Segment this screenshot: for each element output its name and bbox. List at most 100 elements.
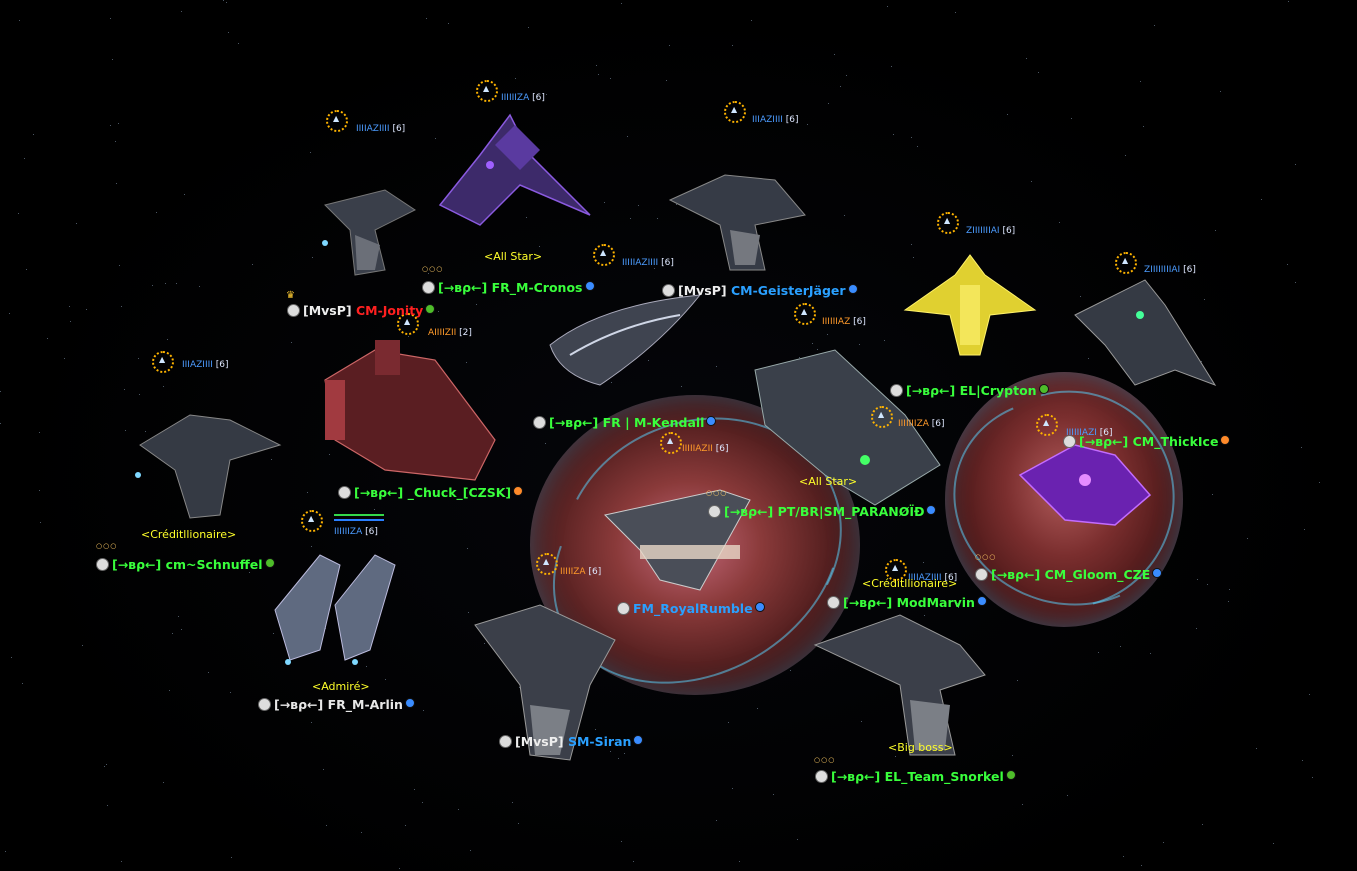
player-label-crypton[interactable]: [→вρ←] EL|Crypton: [890, 383, 1049, 398]
player-label-chuck[interactable]: [→вρ←] _Chuck_[CZSK]: [338, 485, 524, 500]
player-label-cronos[interactable]: [→вρ←] FR_M-Cronos: [422, 280, 595, 295]
star: [1088, 358, 1089, 359]
star: [311, 722, 312, 723]
star: [828, 103, 829, 104]
star: [33, 134, 34, 135]
star: [681, 386, 682, 387]
player-label-siran[interactable]: [MvsP] SM-Siran: [499, 734, 644, 749]
avatar: [533, 416, 546, 429]
star: [1309, 694, 1310, 695]
player-label-modmarvin[interactable]: [→вρ←] ModMarvin: [827, 595, 987, 610]
star: [1256, 748, 1257, 749]
player-label-schnuffel[interactable]: [→вρ←] cm~Schnuffel: [96, 557, 275, 572]
player-title: <Big boss>: [888, 741, 953, 754]
star: [817, 349, 818, 350]
star: [1201, 361, 1202, 362]
star: [1212, 494, 1213, 495]
star: [1220, 91, 1221, 92]
player-label-paranoid[interactable]: [→вρ←] PT/BR|SM_PARANØÏÐ: [708, 504, 937, 519]
star: [884, 340, 885, 341]
spaceship[interactable]: [745, 345, 945, 510]
star: [716, 820, 717, 821]
star: [1012, 755, 1013, 756]
star: [121, 861, 122, 862]
star: [11, 657, 12, 658]
shield-bar: [334, 519, 384, 521]
avatar: [338, 486, 351, 499]
player-label-geisterjager[interactable]: [MvsP] CM-GeisterJäger: [662, 283, 858, 298]
group-tag: ZIIIIIIIAI [6]: [966, 226, 1016, 236]
spaceship[interactable]: [420, 95, 600, 245]
spaceship[interactable]: [260, 550, 410, 670]
player-label-kendall[interactable]: [→вρ←] FR | M-Kendall: [533, 415, 717, 430]
star: [955, 12, 956, 13]
star: [1229, 589, 1230, 590]
spaceship[interactable]: [540, 285, 710, 390]
spaceship[interactable]: [600, 470, 755, 595]
star: [106, 764, 107, 765]
spaceship[interactable]: [470, 595, 630, 765]
star: [595, 729, 596, 730]
star: [428, 273, 429, 274]
star: [86, 309, 87, 310]
rank-insignia-icon: [937, 212, 959, 234]
spaceship-golden[interactable]: [900, 254, 1040, 360]
group-tag: IIIIIAZII [6]: [682, 444, 729, 454]
star: [1031, 181, 1032, 182]
rank-insignia-icon: [660, 432, 682, 454]
group-tag: IIIIIIZA [6]: [501, 93, 545, 103]
star: [1295, 164, 1296, 165]
player-title: <Créditllionaire>: [141, 528, 237, 541]
player-label-arlin[interactable]: [→вρ←] FR_M-Arlin: [258, 697, 415, 712]
star: [728, 722, 729, 723]
star: [732, 45, 733, 46]
player-title: <Créditllionaire>: [862, 577, 958, 590]
star: [223, 0, 224, 1]
spaceship[interactable]: [665, 155, 815, 275]
star: [1287, 264, 1288, 265]
group-tag: IIIIIIIZA [6]: [898, 419, 945, 429]
player-label-gloom[interactable]: [→вρ←] CM_Gloom_CZE: [975, 567, 1163, 582]
star: [435, 138, 436, 139]
star: [1163, 842, 1164, 843]
star: [468, 612, 469, 613]
star: [307, 492, 308, 493]
star: [1273, 843, 1274, 844]
star: [252, 264, 253, 265]
star: [1038, 72, 1039, 73]
faction-badge-icon: [584, 281, 595, 291]
player-label-royalrumble[interactable]: FM_RoyalRumble: [617, 601, 765, 616]
star: [739, 861, 740, 862]
spaceship[interactable]: [810, 605, 995, 760]
spaceship[interactable]: [1065, 275, 1225, 400]
star: [64, 358, 65, 359]
faction-badge-icon: [513, 486, 524, 496]
star: [466, 362, 467, 363]
star: [5, 851, 6, 852]
rank-insignia-icon: [724, 101, 746, 123]
star: [1197, 579, 1198, 580]
star: [172, 633, 173, 634]
spaceship[interactable]: [315, 175, 425, 285]
spaceship-purple[interactable]: [1015, 435, 1155, 530]
star: [271, 459, 272, 460]
star: [1202, 824, 1203, 825]
star: [39, 490, 40, 491]
spaceship[interactable]: [130, 400, 290, 525]
star: [125, 430, 126, 431]
star: [458, 809, 459, 810]
rank-insignia-icon: [152, 351, 174, 373]
star: [82, 645, 83, 646]
star: [310, 152, 311, 153]
spaceship-red[interactable]: [315, 330, 510, 490]
star: [1304, 529, 1305, 530]
star: [1071, 118, 1072, 119]
rank-insignia-icon: [301, 510, 323, 532]
player-label-snorkel[interactable]: [→вρ←] EL_Team_Snorkel: [815, 769, 1016, 784]
player-label-thickice[interactable]: [→вρ←] CM_ThickIce: [1063, 434, 1231, 449]
player-label-jonity[interactable]: [MvsP] CM-Jonity: [287, 303, 436, 318]
star: [757, 708, 758, 709]
star: [519, 687, 520, 688]
star: [1312, 777, 1313, 778]
